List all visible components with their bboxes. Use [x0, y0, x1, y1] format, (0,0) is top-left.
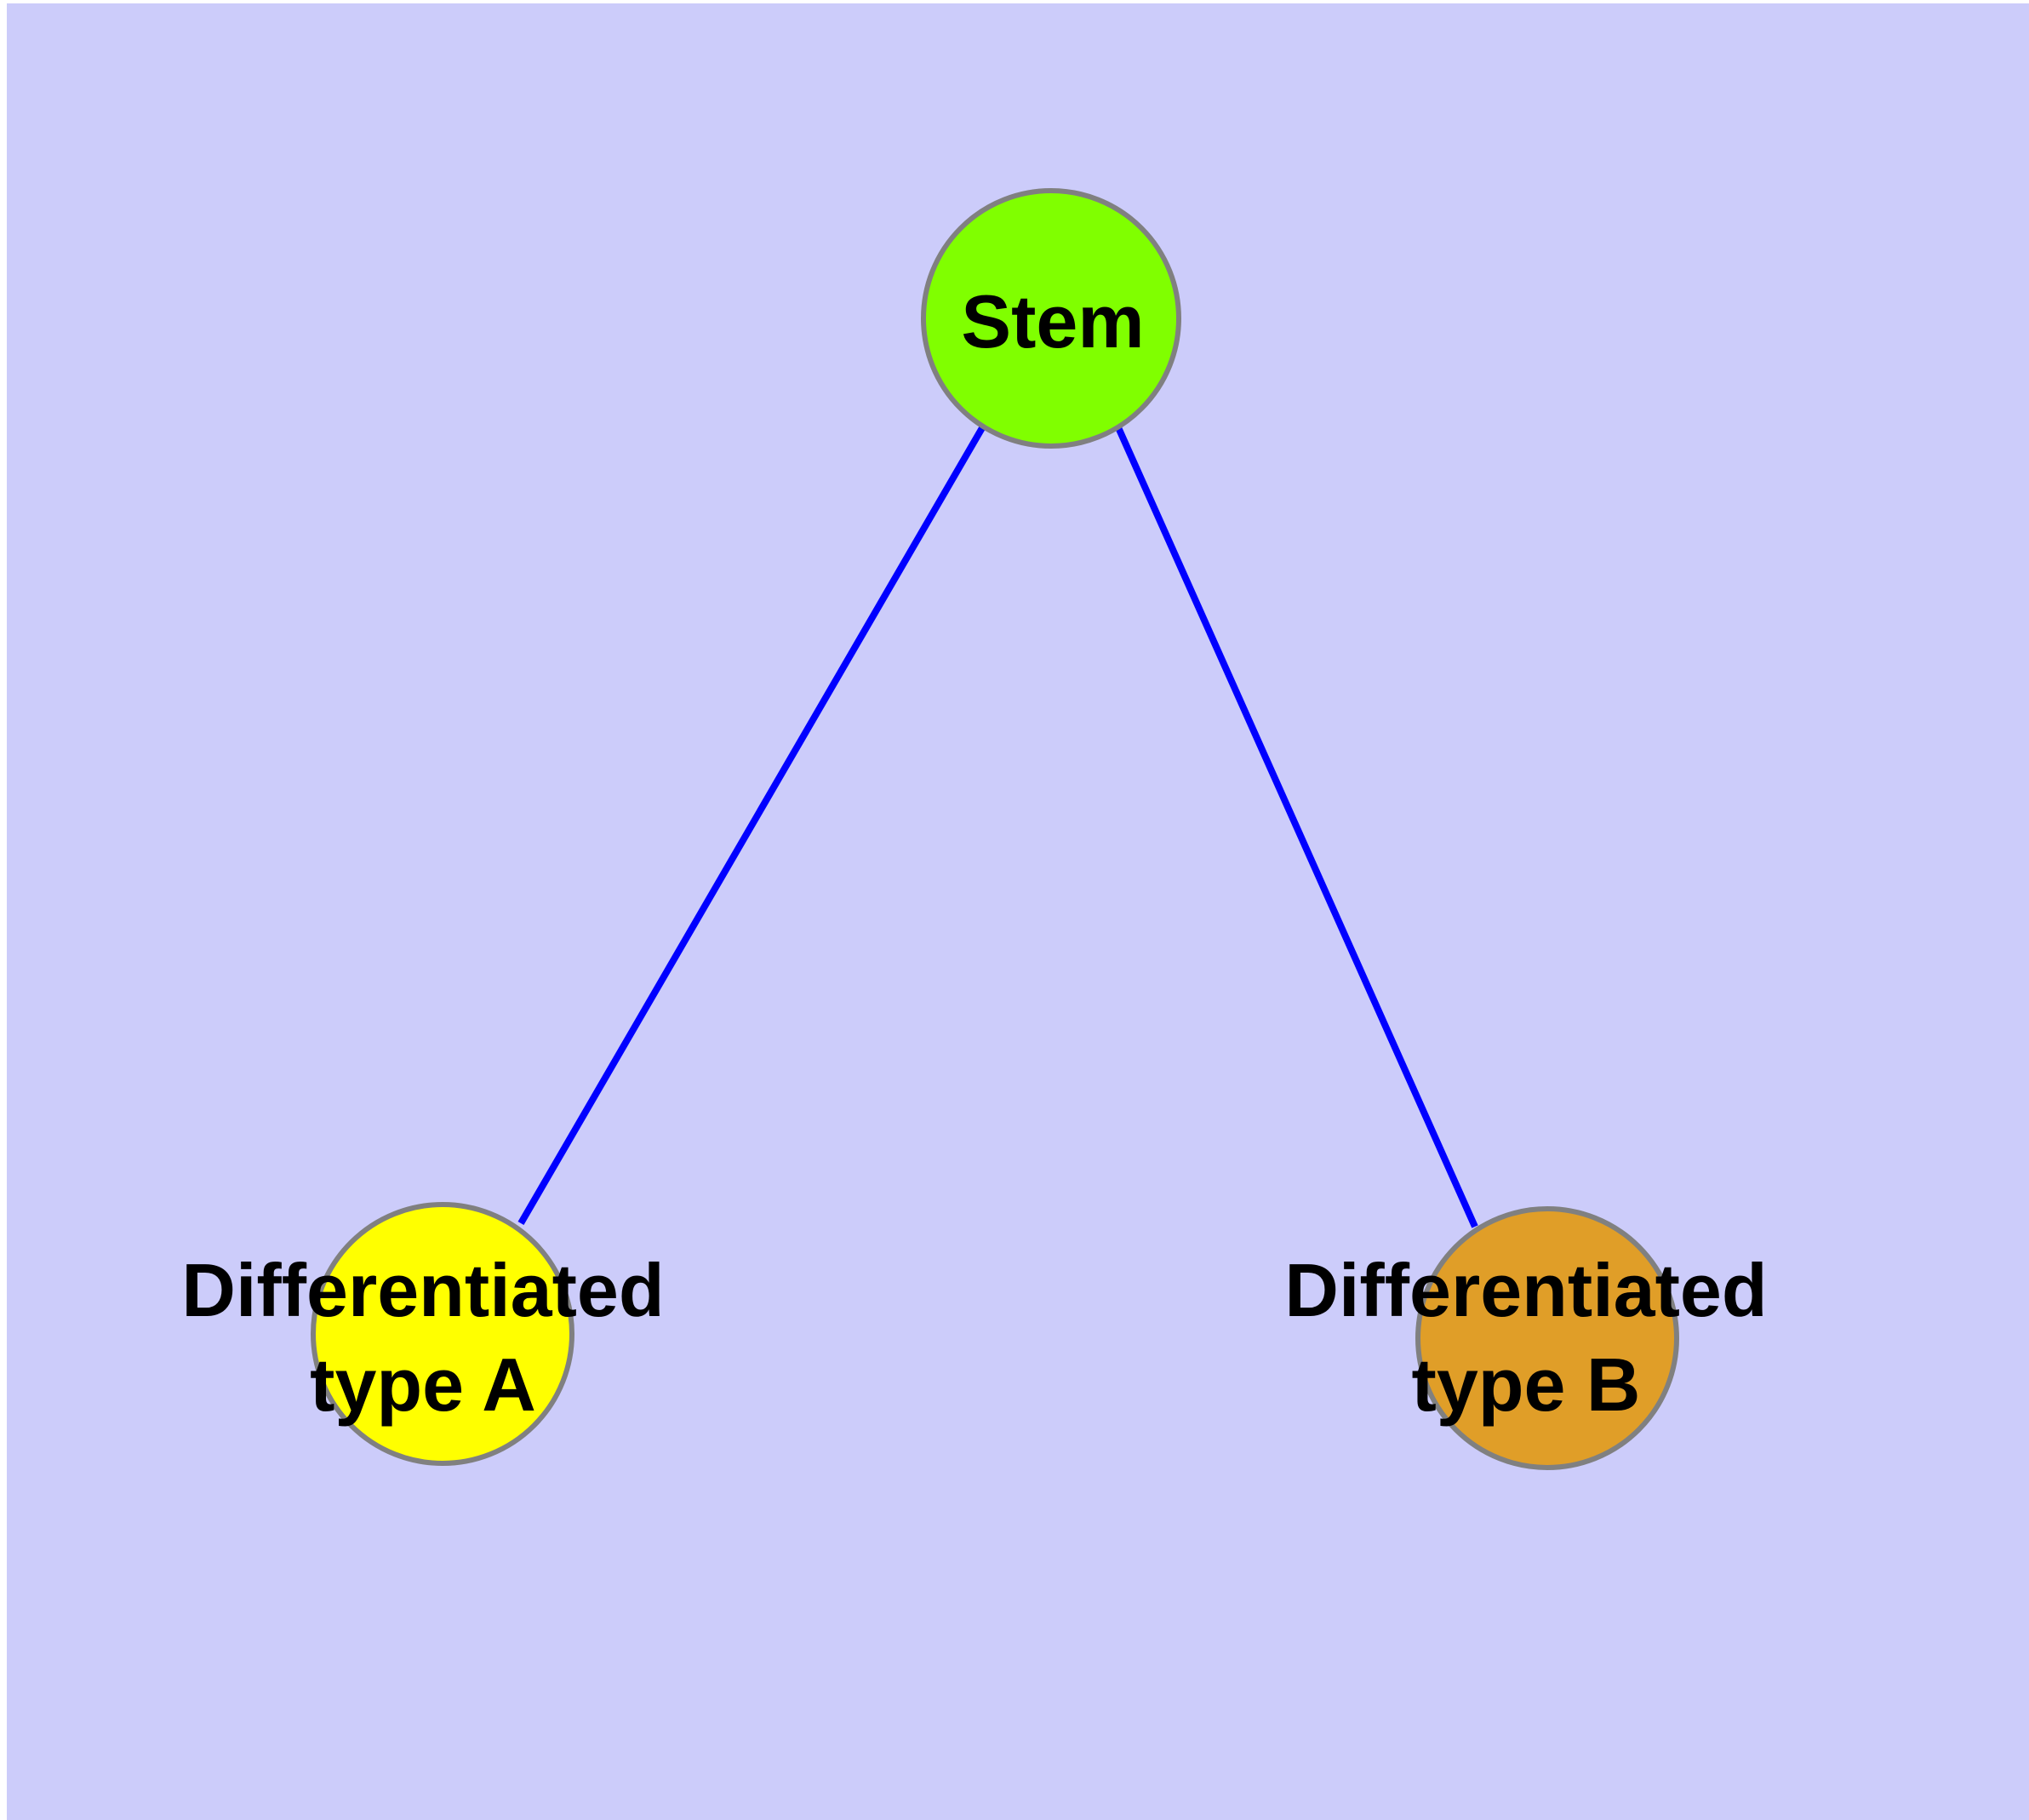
- node-circle-type-a[interactable]: [311, 1202, 574, 1466]
- node-label-type-b-line1: Differentiated: [1284, 1248, 1767, 1332]
- node-label-stem: Stem: [961, 279, 1144, 363]
- label-group-type-a: Differentiated type A: [181, 1248, 664, 1427]
- node-differentiated-type-a[interactable]: [311, 1202, 574, 1466]
- node-label-type-b-line2: type B: [1412, 1342, 1641, 1427]
- node-circle-stem[interactable]: [921, 188, 1181, 449]
- node-label-type-a-line1: Differentiated: [181, 1248, 664, 1332]
- node-differentiated-type-b[interactable]: [1415, 1206, 1679, 1470]
- edge-stem-to-type-a[interactable]: [517, 424, 986, 1226]
- edge-stem-to-type-b[interactable]: [1114, 424, 1478, 1228]
- label-group-type-b: Differentiated type B: [1284, 1248, 1767, 1427]
- edge-group: [517, 424, 1478, 1228]
- node-stem[interactable]: Stem: [921, 188, 1181, 449]
- node-label-type-a-line2: type A: [310, 1342, 536, 1427]
- node-circle-type-b[interactable]: [1415, 1206, 1679, 1470]
